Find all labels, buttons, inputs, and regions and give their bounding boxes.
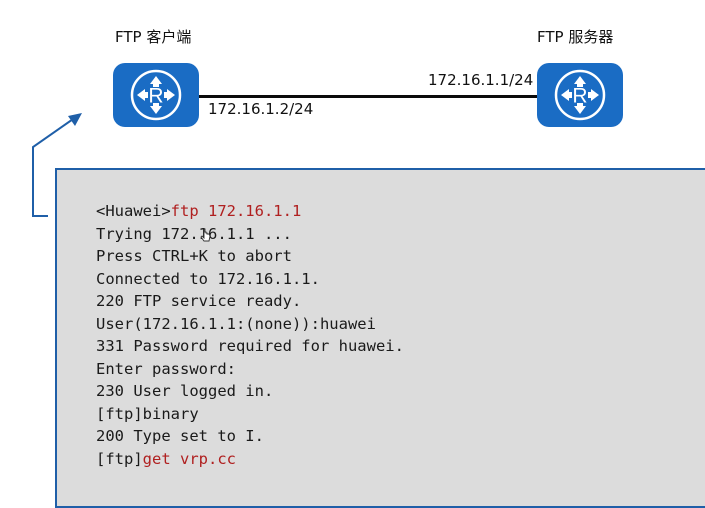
network-link: [199, 95, 537, 98]
client-ip-label: 172.16.1.2/24: [208, 100, 314, 118]
cli-line-12: [ftp]get vrp.cc: [96, 450, 236, 468]
callout-arrow-icon: [32, 113, 82, 217]
cli-command: get vrp.cc: [142, 449, 236, 468]
server-router-icon: R: [537, 63, 623, 127]
server-ip-label: 172.16.1.1/24: [428, 71, 534, 89]
cli-line-7: 331 Password required for huawei.: [96, 337, 404, 355]
cli-line-1: <Huawei>ftp 172.16.1.1: [96, 202, 301, 220]
cli-line-3: Press CTRL+K to abort: [96, 247, 292, 265]
client-router-icon: R: [113, 63, 199, 127]
cli-line-4: Connected to 172.16.1.1.: [96, 269, 320, 288]
ftp-server-label: FTP 服务器: [537, 28, 614, 46]
mouse-cursor-icon: [200, 228, 211, 242]
cli-prompt: <Huawei>: [96, 202, 171, 220]
cli-command: ftp 172.16.1.1: [170, 202, 302, 220]
cli-prompt: [ftp]: [96, 449, 143, 468]
ftp-client-label: FTP 客户端: [115, 28, 192, 46]
svg-text:R: R: [572, 85, 587, 108]
cli-output: <Huawei>ftp 172.16.1.1 Trying 172.16.1.1…: [96, 200, 404, 470]
cli-line-6: User(172.16.1.1:(none)):huawei: [96, 314, 376, 333]
cli-line-5: 220 FTP service ready.: [96, 292, 302, 310]
cli-line-9: 230 User logged in.: [96, 382, 274, 400]
cli-line-2: Trying 172.16.1.1 ...: [96, 224, 292, 243]
svg-text:R: R: [148, 85, 163, 108]
cli-terminal-panel: [55, 168, 705, 508]
cli-line-8: Enter password:: [96, 359, 236, 378]
cli-line-10: [ftp]binary: [96, 404, 199, 423]
cli-line-11: 200 Type set to I.: [96, 427, 264, 445]
